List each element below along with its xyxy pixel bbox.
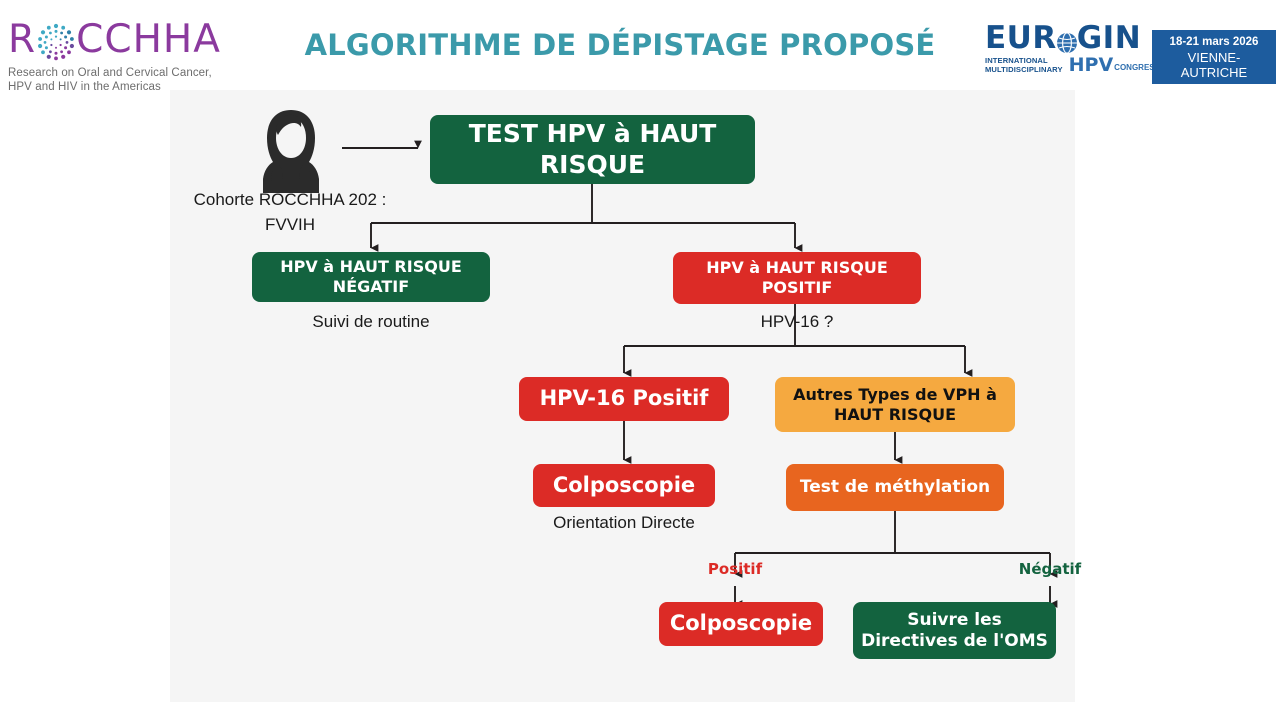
eurogin-city-line1: VIENNE- [1187, 50, 1241, 65]
rocchha-tagline: Research on Oral and Cervical Cancer, HP… [8, 66, 258, 94]
woman-silhouette-icon [255, 107, 327, 197]
page-title: ALGORITHME DE DÉPISTAGE PROPOSÉ [304, 28, 936, 62]
cohort-caption-line1: Cohorte ROCCHHA 202 : [193, 190, 387, 209]
eurogin-wordmark-eur: EUR [985, 20, 1057, 56]
node-hpv-high-risk-positive[interactable]: HPV à HAUT RISQUE POSITIF [673, 252, 921, 304]
cohort-caption-line2: FVVIH [264, 215, 316, 234]
eurogin-wordmark-gin: GIN [1076, 20, 1142, 56]
node-other-high-risk-types[interactable]: Autres Types de VPH à HAUT RISQUE [775, 377, 1015, 432]
rocchha-wordmark-cchha: CCHHA [76, 17, 221, 62]
eurogin-subtitle-line1: INTERNATIONAL [985, 56, 1048, 65]
eurogin-date-badge: 18-21 mars 2026 VIENNE- AUTRICHE [1152, 30, 1276, 84]
node-root-hpv-test[interactable]: TEST HPV à HAUT RISQUE [430, 115, 755, 184]
globe-icon [1056, 28, 1078, 54]
rocchha-tagline-line1: Research on Oral and Cervical Cancer, [8, 67, 212, 79]
eurogin-hpv-text: HPV [1068, 54, 1114, 76]
eurogin-subtitle: INTERNATIONAL MULTIDISCIPLINARY HPV CONG… [985, 54, 1160, 76]
branch-label-negative: Négatif [1018, 560, 1082, 578]
node-colposcopy-after-methylation[interactable]: Colposcopie [659, 602, 823, 646]
hpv16-question-caption: HPV-16 ? [760, 312, 834, 331]
routine-followup-caption: Suivi de routine [312, 312, 430, 331]
rocchha-wordmark: R [8, 18, 258, 62]
rocchha-dotted-o-icon [37, 21, 75, 61]
eurogin-date-text: 18-21 mars 2026 [1169, 36, 1259, 48]
eurogin-congress-text: CONGRESS [1114, 63, 1160, 72]
eurogin-city-line2: AUTRICHE [1180, 65, 1248, 80]
eurogin-subtitle-lines: INTERNATIONAL MULTIDISCIPLINARY [985, 56, 1063, 74]
flowchart-canvas: Cohorte ROCCHHA 202 : FVVIH TEST HPV à H… [170, 90, 1081, 702]
rocchha-wordmark-r: R [8, 17, 37, 62]
node-colposcopy-direct[interactable]: Colposcopie [533, 464, 715, 507]
direct-referral-caption: Orientation Directe [553, 513, 695, 532]
node-hpv-high-risk-negative[interactable]: HPV à HAUT RISQUE NÉGATIF [252, 252, 490, 302]
eurogin-subtitle-line2: MULTIDISCIPLINARY [985, 65, 1063, 74]
eurogin-wordmark: EUR GIN [985, 22, 1160, 54]
branch-label-positive: Positif [707, 560, 763, 578]
slide-header: R [0, 0, 1280, 94]
rocchha-tagline-line2: HPV and HIV in the Americas [8, 81, 161, 93]
eurogin-logo: EUR GIN INTERNATIONAL MULTIDISCIPLINARY … [985, 22, 1160, 76]
node-hpv16-positive[interactable]: HPV-16 Positif [519, 377, 729, 421]
rocchha-logo: R [8, 18, 258, 94]
node-methylation-test[interactable]: Test de méthylation [786, 464, 1004, 511]
node-who-guidelines[interactable]: Suivre les Directives de l'OMS [853, 602, 1056, 659]
